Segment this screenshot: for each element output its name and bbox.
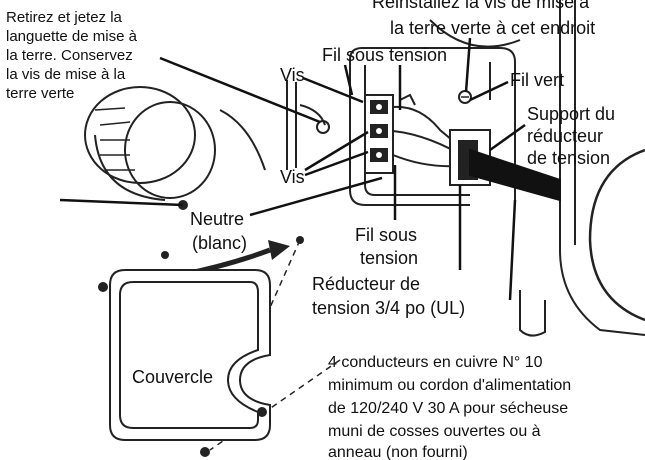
strain-relief-ring [84,86,266,210]
remove-tab-line-5: terre verte [6,85,74,102]
callout-strain-relief: Réducteur de tension 3/4 po (UL) [312,274,465,318]
callout-live-wire-top: Fil sous tension [322,45,447,65]
callout-neutral: Neutre (blanc) [190,209,247,253]
strain-support-line-3: de tension [527,148,610,168]
green-ground-screw [458,90,472,104]
remove-tab-line-3: la terre. Conservez [6,47,133,64]
conductors-line-3: de 120/240 V 30 A pour sécheuse [328,400,568,417]
leader-lines [59,37,526,301]
conductors-line-5: anneau (non fourni) [328,444,468,460]
callout-remove-ground-tab: Retirez et jetez la languette de mise à … [6,9,138,102]
power-cord [469,148,561,202]
callout-green-wire: Fil vert [510,70,564,90]
conductors-line-4: muni de cosses ouvertes ou à [328,423,541,440]
callout-screws: Vis [280,167,305,187]
callout-cover: Couvercle [132,367,213,387]
reinstall-screw-line-1: Réinstallez la vis de mise à [372,0,590,12]
callout-conductors: 4 conducteurs en cuivre N° 10 minimum ou… [328,354,571,460]
strain-relief-line-2: tension 3/4 po (UL) [312,298,465,318]
callout-live-wire-bottom: Fil sous tension [355,225,418,268]
neutral-line-2: (blanc) [192,233,247,253]
dryer-cabinet [519,0,645,337]
remove-tab-line-1: Retirez et jetez la [6,9,123,26]
reinstall-screw-line-2: la terre verte à cet endroit [390,18,595,38]
strain-relief-line-1: Réducteur de [312,274,420,294]
remove-tab-line-4: la vis de mise à la [6,66,126,83]
callout-reinstall-ground-screw: Réinstallez la vis de mise à la terre ve… [372,0,595,38]
neutral-line-1: Neutre [190,209,244,229]
terminal-block [364,94,394,174]
cover-plate [98,269,271,457]
conductors-line-2: minimum ou cordon d'alimentation [328,377,571,394]
conductors-line-1: 4 conducteurs en cuivre N° 10 [328,354,543,371]
ground-tab-screw [286,80,330,170]
live-wire-bottom-line-2: tension [360,248,418,268]
strain-support-line-1: Support du [527,104,615,124]
remove-tab-line-2: languette de mise à [6,28,138,45]
terminal-access-panel [349,19,521,206]
callout-strain-relief-support: Support du réducteur de tension [527,104,615,168]
live-wire-bottom-line-1: Fil sous [355,225,417,245]
callout-screw-top: Vis [280,65,305,85]
strain-support-line-2: réducteur [527,126,603,146]
